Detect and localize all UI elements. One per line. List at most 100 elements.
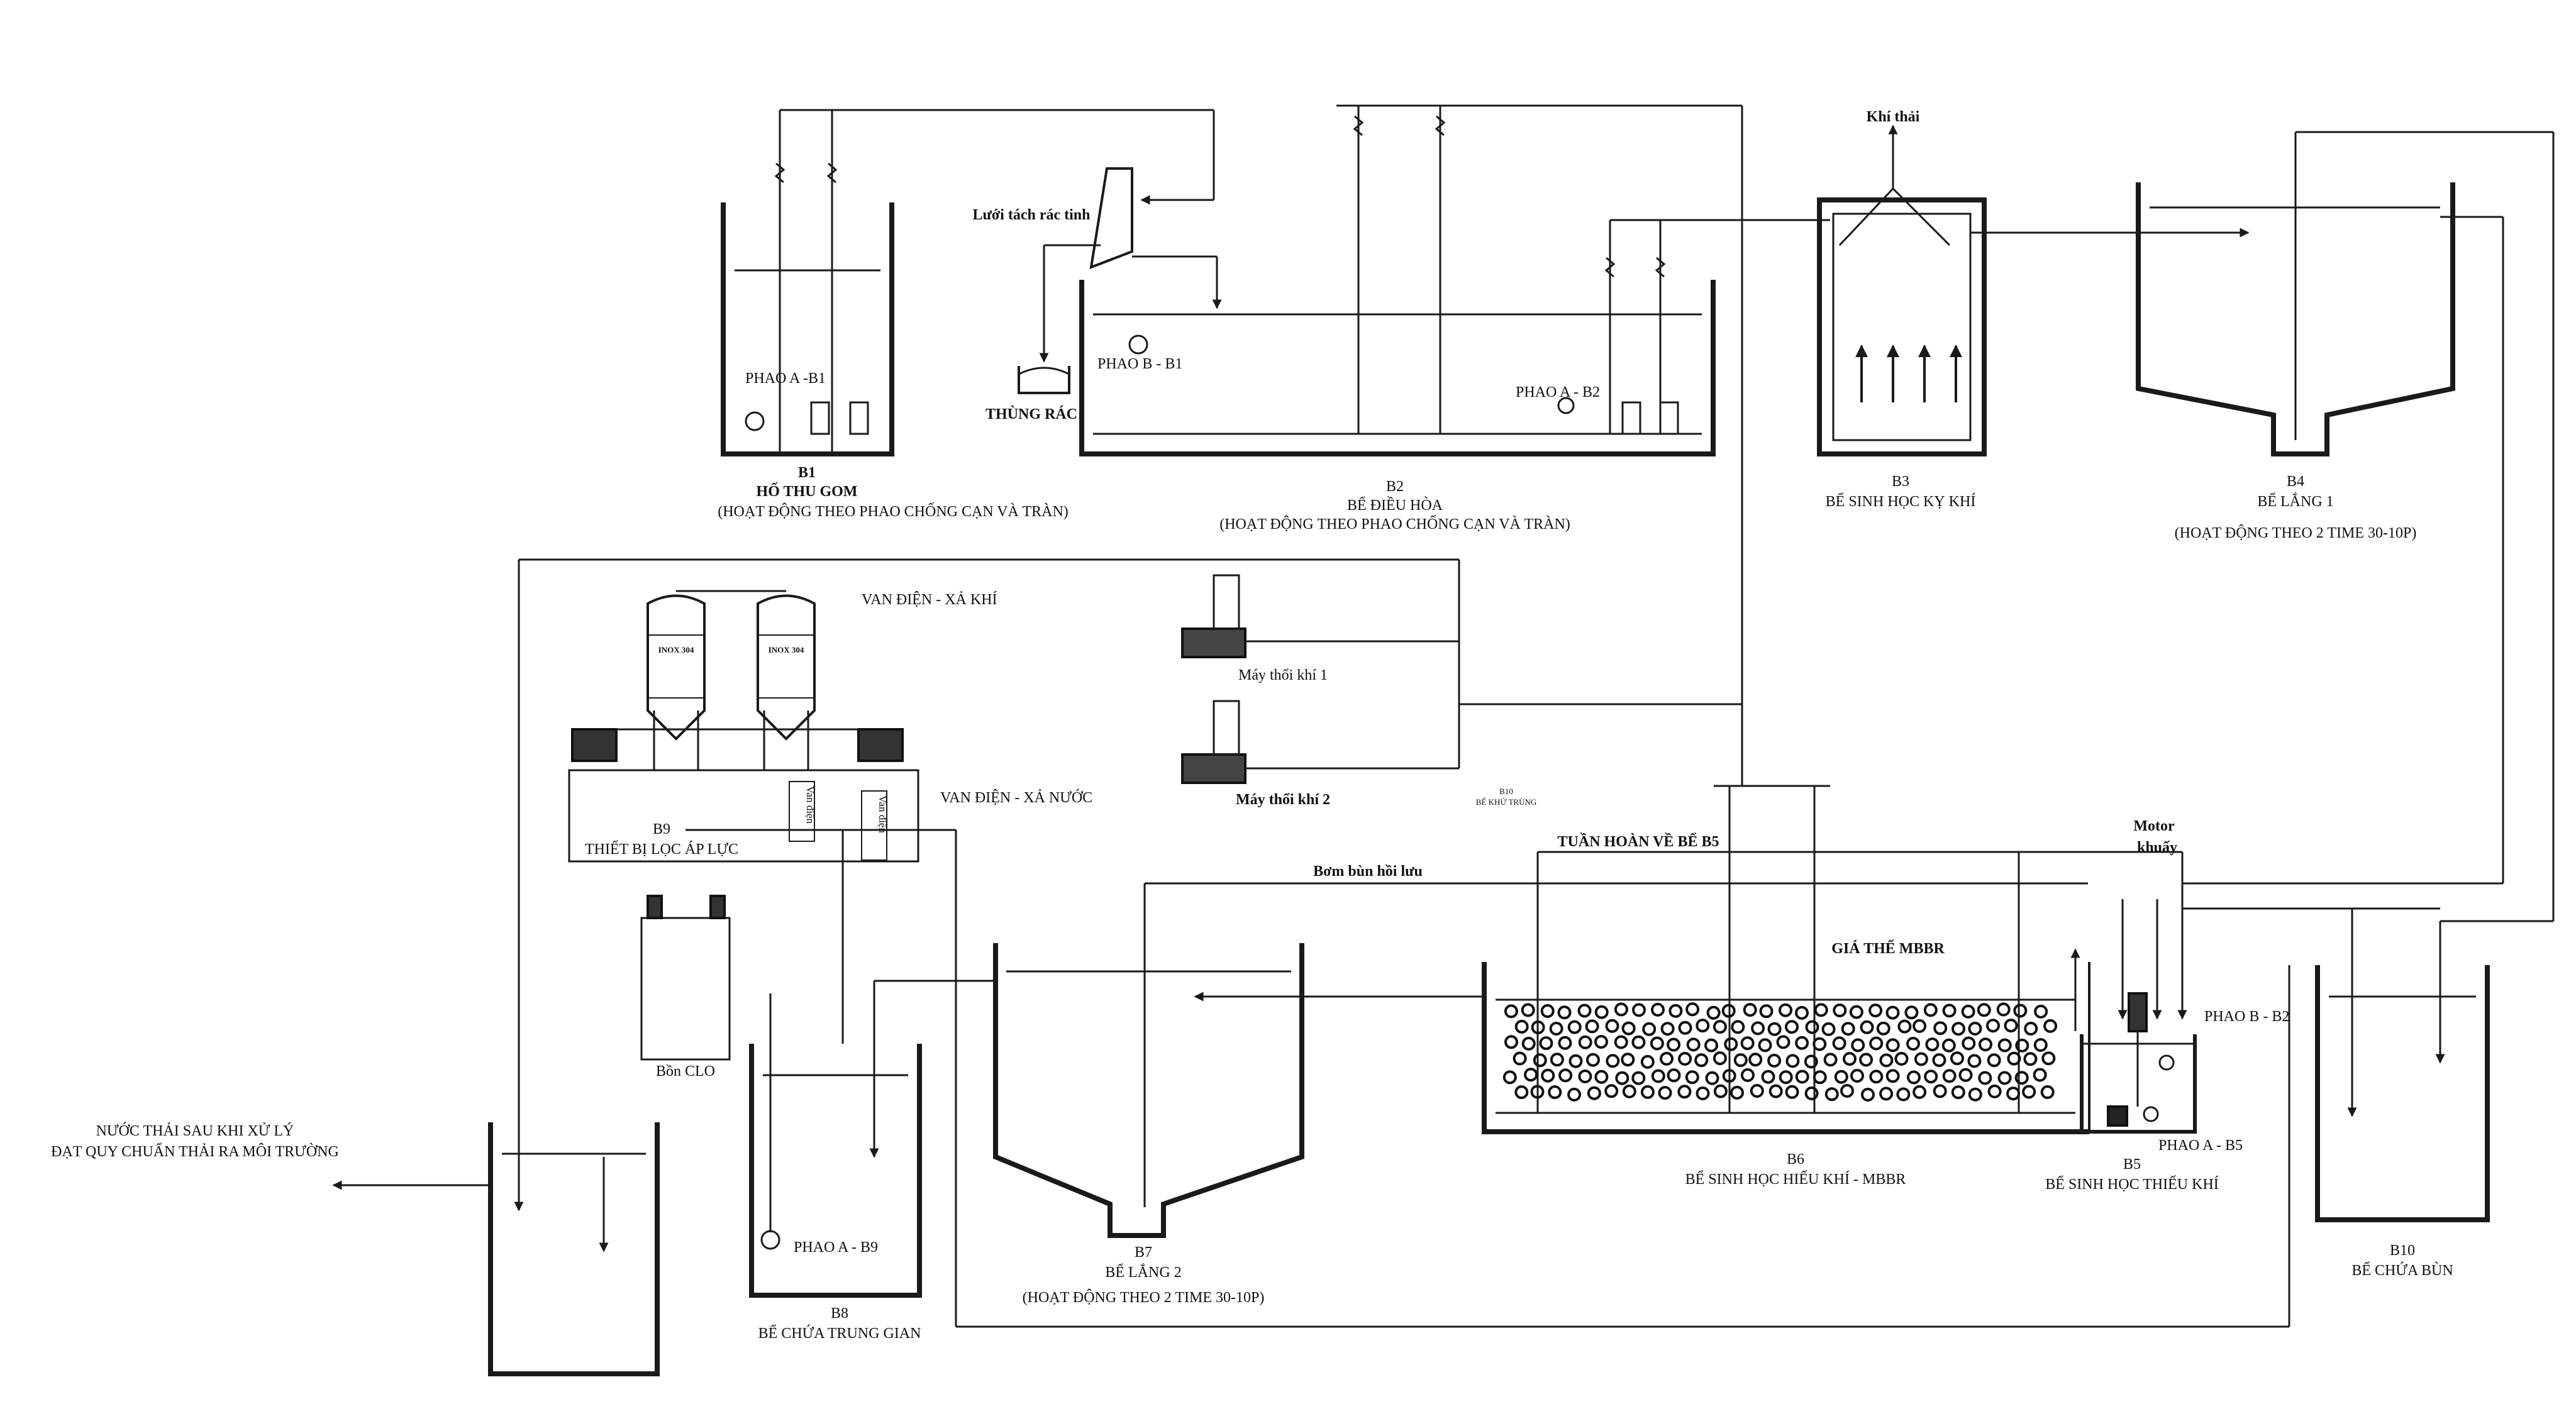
- trash-bin: [1018, 366, 1070, 394]
- mbbr-carrier: [1894, 1052, 1909, 1066]
- mbbr-carrier: [1730, 1085, 1744, 1100]
- mbbr-carrier: [1779, 1070, 1793, 1085]
- mbbr-carrier: [1704, 1038, 1718, 1053]
- mbbr-carrier: [1615, 1071, 1629, 1085]
- mbbr-carrier: [1942, 1003, 1957, 1018]
- b1-code: B1: [797, 465, 816, 481]
- mbbr-carrier: [2014, 1071, 2029, 1085]
- tank-outlet: [332, 1122, 660, 1376]
- mbbr-carrier: [1951, 1022, 1965, 1036]
- mbbr-carrier: [1731, 1020, 1745, 1034]
- mbbr-carrier: [1913, 1085, 1927, 1099]
- mbbr-carrier: [1550, 1053, 1564, 1067]
- b6-code: B6: [1786, 1151, 1805, 1168]
- mbbr-carrier: [1651, 1002, 1665, 1017]
- mbbr-carrier: [1779, 1003, 1792, 1017]
- mbbr-carrier: [1568, 1054, 1583, 1068]
- mbbr-carrier: [1642, 1022, 1657, 1036]
- mbbr-carrier: [1686, 1037, 1701, 1052]
- mbbr-carrier: [1621, 1053, 1635, 1067]
- valve-water-label: VAN ĐIỆN - XẢ NƯỚC: [940, 790, 1093, 806]
- mbbr-carrier: [2033, 1038, 2048, 1052]
- mbbr-carrier: [1876, 1021, 1890, 1036]
- mbbr-carrier: [1677, 1085, 1692, 1099]
- mbbr-carrier: [1558, 1068, 1573, 1083]
- tank-b7: [956, 882, 2088, 1238]
- mbbr-carrier: [1577, 1003, 1592, 1018]
- mbbr-carrier: [2041, 1051, 2056, 1066]
- mbbr-carrier: [1750, 1084, 1764, 1098]
- mbbr-carrier: [1502, 1070, 1517, 1085]
- mbbr-carrier: [2043, 1019, 2058, 1033]
- outlet-line-1: NƯỚC THẢI SAU KHI XỬ LÝ: [96, 1123, 294, 1139]
- trash-label: THÙNG RÁC: [985, 406, 1078, 423]
- b3-code: B3: [1891, 473, 1910, 490]
- mbbr-carrier: [1594, 1035, 1608, 1049]
- mbbr-carrier: [1941, 1038, 1956, 1053]
- mbbr-carrier: [1758, 1038, 1772, 1053]
- mbbr-carrier: [1706, 1005, 1721, 1020]
- mbbr-carrier: [1987, 1053, 2001, 1068]
- mbbr-carrier: [1521, 1003, 1535, 1017]
- mbbr-carrier: [1859, 1053, 1874, 1067]
- mbbr-carrier: [1678, 1020, 1692, 1035]
- mbbr-carrier: [1896, 1087, 1911, 1102]
- mbbr-carrier: [1567, 1087, 1582, 1102]
- mbbr-carrier: [1733, 1053, 1748, 1068]
- mbbr-carrier: [1885, 1005, 1900, 1020]
- b5-code: B5: [2123, 1156, 2141, 1173]
- mbbr-carrier: [1925, 1037, 1940, 1052]
- mbbr-carrier: [1795, 1070, 1809, 1084]
- mbbr-carrier: [1740, 1068, 1755, 1082]
- mbbr-carrier: [1805, 1020, 1819, 1034]
- mbbr-carrier: [2022, 1085, 2036, 1099]
- b10-code: B10: [2389, 1242, 2416, 1259]
- mbbr-carrier: [1531, 1020, 1545, 1034]
- mbbr-carrier: [2013, 1003, 2028, 1018]
- b5-motor-2: khuấy: [2136, 839, 2178, 856]
- mbbr-carrier: [1685, 1070, 1699, 1085]
- b7-sludge: Bơm bùn hồi lưu: [1313, 863, 1423, 880]
- mbbr-carrier: [1605, 1019, 1619, 1033]
- mbbr-carrier: [1913, 1019, 1927, 1033]
- mbbr-carrier: [1640, 1085, 1655, 1099]
- mbbr-carrier: [1834, 1070, 1848, 1084]
- mbbr-carrier: [1713, 1020, 1727, 1034]
- mbbr-carrier: [1979, 1037, 1992, 1052]
- mbbr-carrier: [1694, 1053, 1709, 1068]
- mbbr-carrier: [1748, 1053, 1763, 1067]
- mbbr-carrier: [1713, 1051, 1727, 1066]
- valve-v-1: Van điện: [804, 786, 816, 824]
- mbbr-carrier: [1514, 1085, 1529, 1100]
- mbbr-carrier: [2006, 1086, 2021, 1101]
- mbbr-carrier: [1868, 1003, 1883, 1018]
- b3-gas: Khí thải: [1866, 109, 1920, 125]
- mbbr-carrier: [1851, 1038, 1865, 1053]
- mbbr-carrier: [1586, 1053, 1600, 1067]
- mbbr-carrier: [1514, 1019, 1529, 1034]
- mbbr-carrier: [1885, 1038, 1900, 1053]
- mbbr-carrier: [1587, 1086, 1601, 1100]
- mbbr-carrier: [1897, 1019, 1912, 1034]
- mbbr-carrier: [1530, 1085, 1545, 1099]
- clo-label: Bồn CLO: [655, 1063, 716, 1080]
- tank-b3: [1817, 124, 1987, 456]
- b2-float-a: PHAO A - B2: [1516, 384, 1601, 401]
- mbbr-carrier: [1904, 1005, 1919, 1020]
- mbbr-carrier: [1987, 1084, 2002, 1098]
- mbbr-carrier: [1724, 1037, 1738, 1051]
- b8-code: B8: [830, 1305, 849, 1322]
- mbbr-carrier: [1768, 1084, 1783, 1098]
- mbbr-carrier: [1713, 1084, 1728, 1098]
- b4-name: BỂ LẮNG 1: [2257, 494, 2334, 510]
- mbbr-carrier: [1843, 1052, 1857, 1066]
- mbbr-carrier: [1861, 1088, 1875, 1102]
- mbbr-carrier: [1658, 1086, 1672, 1100]
- tank-b2: [1079, 104, 1830, 456]
- mbbr-carrier: [1540, 1004, 1555, 1018]
- mbbr-carrier: [1594, 1070, 1609, 1084]
- mbbr-carrier: [1860, 1020, 1874, 1034]
- mbbr-carrier: [1879, 1086, 1894, 1101]
- b4-note: (HOẠT ĐỘNG THEO 2 TIME 30-10P): [2174, 525, 2417, 541]
